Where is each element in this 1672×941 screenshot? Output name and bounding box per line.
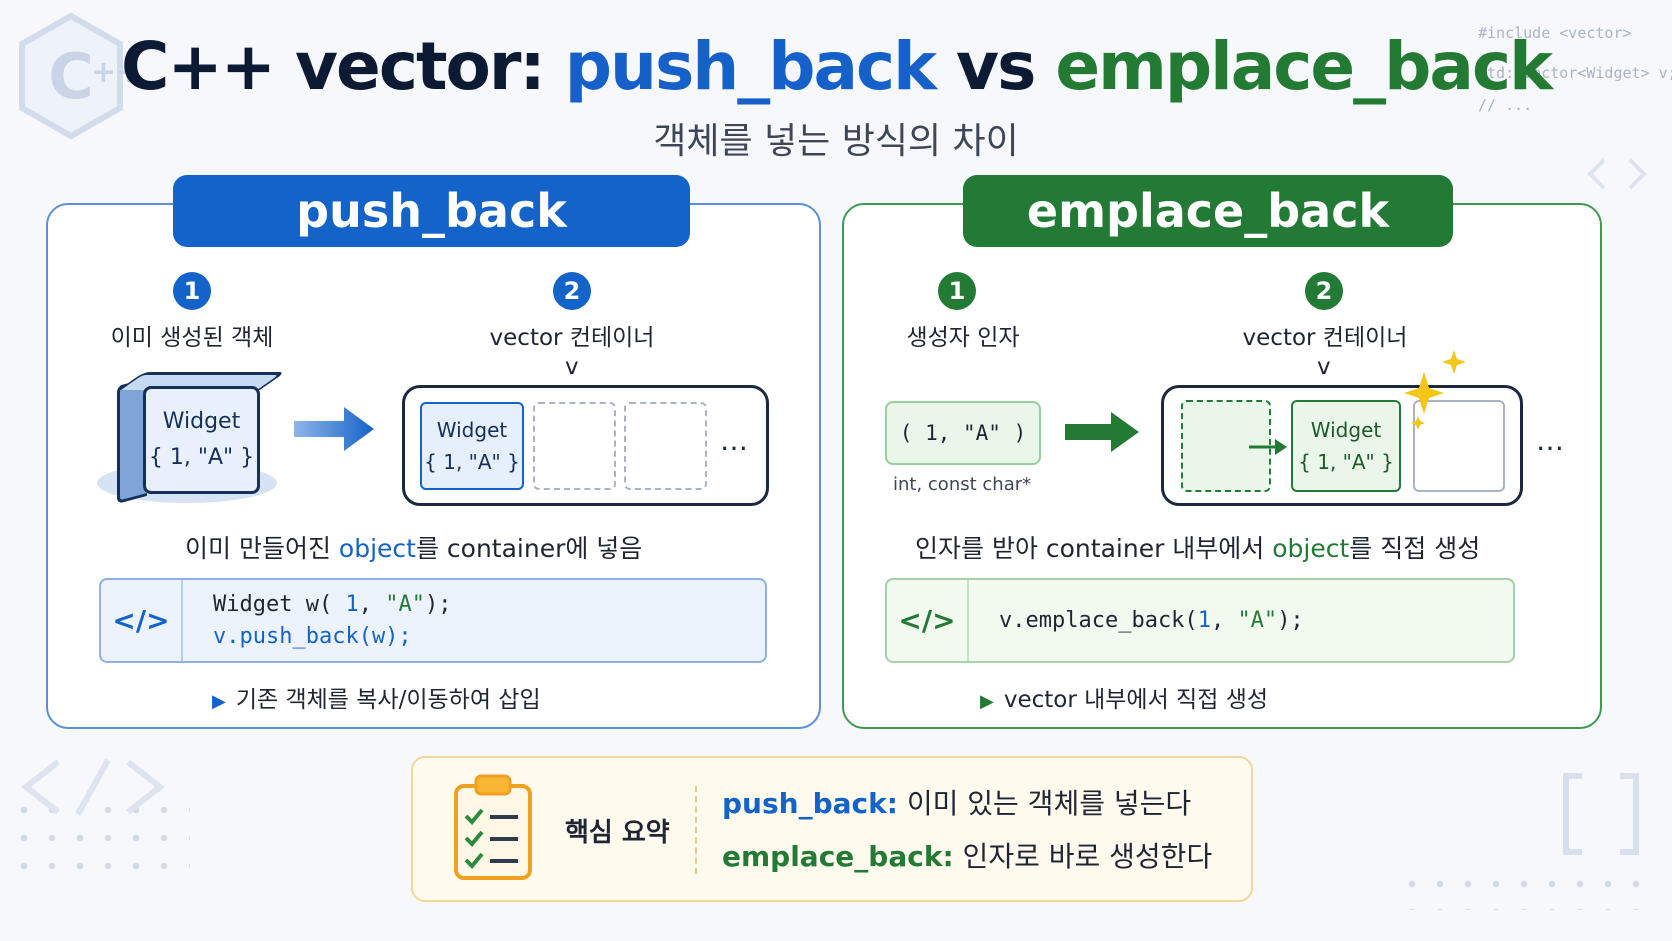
summary-push-key: push_back: (722, 787, 898, 820)
summary-push-text: 이미 있는 객체를 넣는다 (897, 787, 1192, 820)
summary-box (411, 756, 1253, 902)
corner-code-line-1: #include <vector> (1478, 24, 1632, 42)
code-icon: </> (887, 580, 969, 661)
arrow-right-icon (1065, 412, 1139, 452)
constructor-args-type: int, const char* (893, 474, 1032, 495)
emplace-step1-label: 생성자 인자 (906, 325, 1020, 351)
summary-emplace-text: 인자로 바로 생성한다 (953, 840, 1213, 873)
emplace-ellipsis: … (1536, 424, 1567, 457)
push-step1-label: 이미 생성된 객체 (110, 325, 274, 351)
emplace-code-block: </> v.emplace_back(1, "A"); (885, 578, 1515, 663)
emplace-note-text: vector 내부에서 직접 생성 (1003, 687, 1269, 713)
emplace-desc-highlight: object (1272, 534, 1350, 563)
push-slot-empty-2 (624, 402, 707, 490)
push-code-lines: Widget w( 1, "A"); v.push_back(w); (183, 580, 451, 661)
push-back-tab: push_back (173, 175, 690, 247)
cube-widget-args: { 1, "A" } (148, 445, 255, 470)
push-slot-widget-name: Widget (436, 418, 508, 442)
push-step2-label: vector 컨테이너 (489, 325, 655, 351)
emplace-slot-empty (1413, 400, 1505, 492)
push-description: 이미 만들어진 object를 container에 넣음 (185, 529, 642, 565)
summary-emplace-key: emplace_back: (722, 840, 954, 873)
title-vs: vs (935, 28, 1056, 105)
play-triangle-icon: ▶ (212, 691, 226, 712)
page-subtitle: 객체를 넣는 방식의 차이 (653, 121, 1019, 162)
dot-grid-left (10, 796, 190, 886)
emplace-step2-label: vector 컨테이너 (1242, 325, 1408, 351)
emplace-note: ▶ vector 내부에서 직접 생성 (980, 680, 1268, 714)
emplace-slot-construct-area (1181, 400, 1271, 492)
emplace-desc-after: 를 직접 생성 (1349, 534, 1481, 563)
title-prefix: C++ vector: (121, 28, 565, 105)
play-triangle-icon: ▶ (980, 691, 994, 712)
code-icon: </> (101, 580, 183, 661)
push-note-text: 기존 객체를 복사/이동하여 삽입 (235, 687, 541, 713)
arrow-right-icon (294, 407, 374, 451)
angle-brackets-icon (21, 758, 165, 816)
push-desc-after: 를 container에 넣음 (415, 534, 643, 563)
clipboard-checklist-icon (454, 774, 532, 880)
constructor-args-box: ( 1, "A" ) (885, 401, 1041, 465)
push-slot-empty-1 (533, 402, 616, 490)
svg-text:C: C (48, 40, 94, 113)
page-title: C++ vector: push_back vs emplace_back (0, 28, 1672, 105)
title-emplace-back: emplace_back (1055, 28, 1553, 105)
push-desc-before: 이미 만들어진 (185, 534, 339, 563)
emplace-step1-badge: 1 (938, 272, 976, 310)
push-vector-var: v (565, 354, 579, 380)
push-desc-highlight: object (338, 534, 416, 563)
emplace-slot-widget: Widget { 1, "A" } (1291, 400, 1401, 492)
emplace-step2-badge: 2 (1305, 272, 1343, 310)
push-note: ▶ 기존 객체를 복사/이동하여 삽입 (212, 680, 541, 714)
construct-arrow-icon (1249, 439, 1287, 455)
summary-heading: 핵심 요약 (565, 818, 670, 848)
emplace-slot-widget-args: { 1, "A" } (1298, 450, 1394, 474)
corner-code-line-2: std::vector<Widget> v; (1478, 64, 1672, 82)
emplace-code-lines: v.emplace_back(1, "A"); (969, 580, 1304, 661)
push-slot-widget: Widget { 1, "A" } (420, 402, 524, 490)
emplace-code-line-1: v.emplace_back(1, "A"); (999, 607, 1304, 633)
summary-emplace-line: emplace_back: 인자로 바로 생성한다 (722, 835, 1212, 875)
cpp-logo-icon: C ++ (19, 12, 141, 140)
push-code-line-2: v.push_back(w); (213, 623, 412, 649)
sparkle-icon (1404, 350, 1466, 430)
square-brackets-icon (1563, 773, 1639, 855)
push-slot-widget-args: { 1, "A" } (424, 450, 520, 474)
push-ellipsis: … (720, 424, 751, 457)
push-code-line-1: Widget w( 1, "A"); (213, 591, 452, 617)
widget-object-cube: Widget { 1, "A" } (143, 386, 260, 494)
dot-grid-right (1398, 870, 1648, 910)
angle-brackets-small-icon (1587, 158, 1647, 190)
emplace-back-tab: emplace_back (963, 175, 1453, 247)
push-code-block: </> Widget w( 1, "A"); v.push_back(w); (99, 578, 767, 663)
summary-divider (695, 786, 697, 874)
push-step1-badge: 1 (173, 272, 211, 310)
corner-code-line-3: // ... (1478, 96, 1533, 114)
emplace-desc-before: 인자를 받아 container 내부에서 (915, 534, 1273, 563)
emplace-vector-var: v (1317, 354, 1331, 380)
summary-push-line: push_back: 이미 있는 객체를 넣는다 (722, 782, 1191, 822)
push-step2-badge: 2 (553, 272, 591, 310)
emplace-description: 인자를 받아 container 내부에서 object를 직접 생성 (915, 529, 1480, 565)
emplace-slot-widget-name: Widget (1310, 418, 1382, 442)
cube-widget-name: Widget (162, 409, 241, 434)
title-push-back: push_back (564, 28, 937, 105)
svg-text:++: ++ (91, 55, 141, 90)
